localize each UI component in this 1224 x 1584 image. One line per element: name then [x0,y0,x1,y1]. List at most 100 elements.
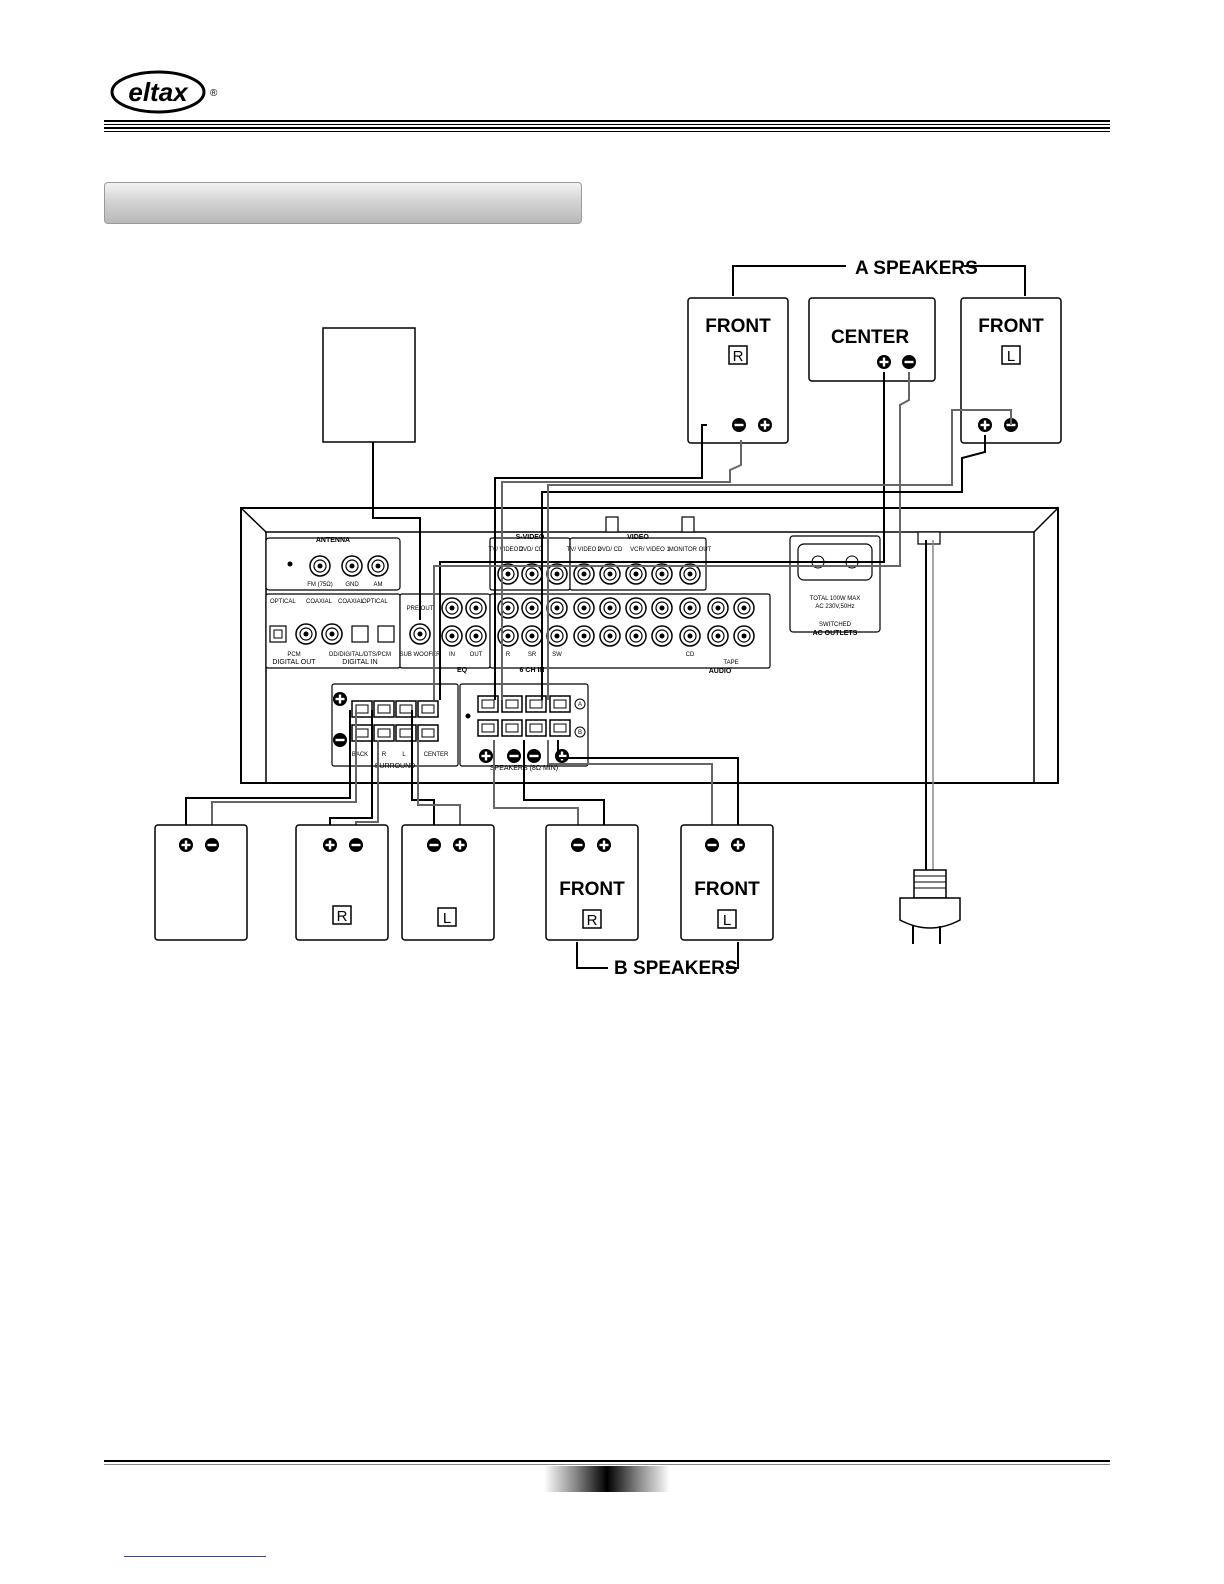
coaxial-out-jack [295,623,317,645]
sub-woofer-label: SUB WOOFER [399,652,441,658]
surround-terminal [417,724,439,742]
a-speakers-bracket: A SPEAKERS [732,258,1026,296]
r-marker: R [337,908,348,925]
audio-jack [707,625,729,647]
plus-terminal-icon [479,749,493,763]
eq-in-r-jack [441,625,463,647]
minus-terminal-icon [205,838,219,852]
vcr-video1-label: VCR/ VIDEO 1 [630,547,670,553]
back-label: BACK [352,752,368,758]
speaker-surround-left: L [401,824,495,941]
b-speakers-label: B SPEAKERS [614,958,738,979]
switched-label: SWITCHED [819,622,852,628]
antenna-label: ANTENNA [316,537,350,544]
minus-terminal-icon [349,838,363,852]
6ch-sw-jack [546,625,568,647]
plus-terminal-icon [877,355,891,369]
registered-mark: ® [210,88,218,99]
subwoofer-pre-out-jack [409,623,431,645]
am-label: AM [374,582,383,588]
optical-in-label: OPTICAL [362,599,388,605]
front-label: FRONT [559,879,625,900]
footer-rule-thin [104,1464,1110,1465]
fr-label: R [506,652,511,658]
cd-label: CD [686,652,695,658]
front-terminal [477,719,499,737]
front-label: FRONT [694,879,760,900]
audio-label: AUDIO [709,668,732,675]
minus-terminal-icon [705,838,719,852]
front-terminal [549,719,571,737]
surround-terminal [373,700,395,718]
plus-terminal-icon [333,692,347,706]
plus-terminal-icon [597,838,611,852]
dd-dts-pcm-label: DD/DIGITAL/DTS/PCM [329,652,391,658]
audio-jack [707,597,729,619]
speaker-a-front-left: FRONT L [960,297,1062,444]
b-mark: B [578,730,582,736]
coaxial-label: COAXIAL [306,599,333,605]
speaker-a-front-right: FRONT R [687,297,789,444]
plus-terminal-icon [758,418,772,432]
digital-in-label: DIGITAL IN [342,659,377,666]
minus-terminal-icon [507,749,521,763]
l-marker: L [723,912,731,929]
audio-jack [651,625,673,647]
surround-terminal [373,724,395,742]
gnd-label: GND [345,582,359,588]
a-speakers-label: A SPEAKERS [855,258,978,279]
6ch-sl-jack [521,597,543,619]
pcm-label: PCM [287,652,300,658]
tv-video2-label: TV/ VIDEO 2 [567,547,602,553]
eq-in-l-jack [441,597,463,619]
dvd-cd-label: DVD/ CD [598,547,623,553]
audio-jack [733,625,755,647]
audio-jack [651,597,673,619]
logo-text: eltax [128,77,189,107]
header-rule-thin [104,131,1110,132]
am-jack [367,555,389,577]
front-terminal [501,695,523,713]
r-marker: R [587,912,598,929]
minus-terminal-icon [427,838,441,852]
plus-terminal-icon [731,838,745,852]
ac-outlets-label: AC OUTLETS [813,630,858,637]
speaker-surround-back [154,824,248,941]
center-label: CENTER [831,327,909,348]
fm-jack [309,555,331,577]
speaker-surround-right: R [295,824,389,941]
6ch-sr-jack [521,625,543,647]
digital-out-label: DIGITAL OUT [272,659,316,666]
front-label: FRONT [978,316,1044,337]
audio-jack [625,625,647,647]
power-plug-icon [899,869,961,944]
header-rule [104,120,1110,122]
coaxial-in-jack [321,623,343,645]
footer-link-underline [124,1556,266,1557]
eq-label: EQ [457,667,468,674]
audio-jack [679,597,701,619]
plus-terminal-icon [323,838,337,852]
fm-label: FM (75Ω) [307,582,333,588]
minus-terminal-icon [902,355,916,369]
minus-terminal-icon [732,418,746,432]
l-marker: L [1007,348,1015,365]
sw-label: SW [552,652,562,658]
front-terminal [549,695,571,713]
header-rule-thin [104,124,1110,125]
audio-jack [599,625,621,647]
gnd-jack [341,555,363,577]
r-marker: R [733,348,744,365]
dvd-cd-label: DVD/ CD [519,547,544,553]
b-speakers-bracket: B SPEAKERS [576,942,739,979]
eq-out-label: OUT [470,652,483,658]
surround-l-label: L [402,752,406,758]
front-terminal [525,719,547,737]
subwoofer-box [322,327,416,443]
plus-terminal-icon [453,838,467,852]
eq-in-label: IN [449,652,455,658]
center-terminal-label: CENTER [424,752,449,758]
audio-jack [625,597,647,619]
plus-terminal-icon [179,838,193,852]
